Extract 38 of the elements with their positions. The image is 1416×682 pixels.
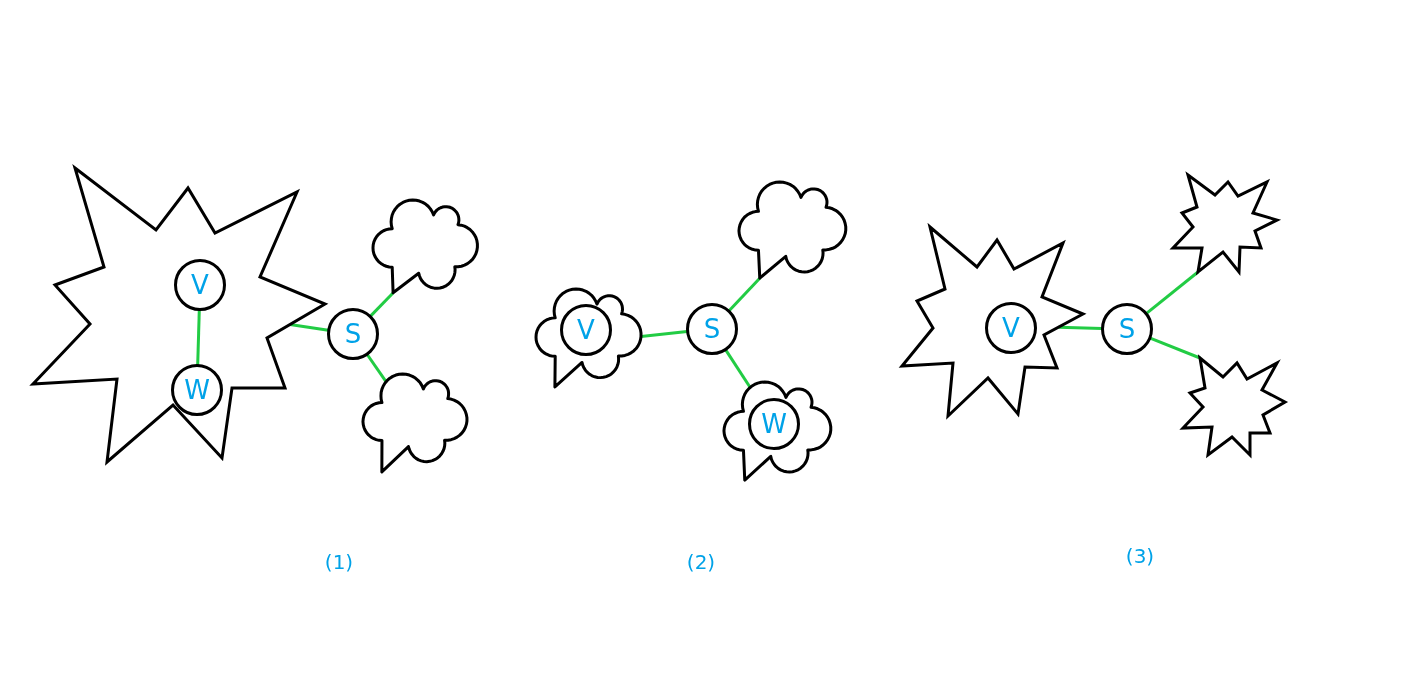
connector-line [724,349,752,389]
cloud-callout [360,371,471,475]
panel-label: (2) [686,550,716,574]
starburst-shape [1180,355,1288,458]
circle-node [748,398,800,450]
connector-line [728,276,762,312]
node-label: W [184,377,210,403]
cloud-callout [533,286,645,390]
node-label: V [1002,315,1020,341]
node-label: V [191,272,209,298]
connector-line [1058,325,1103,330]
connector-line [365,353,388,383]
cloud-callout [721,378,834,483]
node-label: S [1118,316,1136,342]
node-label: V [577,317,595,343]
cloud-callout [369,197,481,296]
panel-label: (3) [1125,544,1155,568]
panel-label: (1) [324,550,354,574]
connector-line [289,323,329,332]
connector-line [369,291,395,318]
circle-node [1101,303,1153,355]
node-label: S [703,316,721,342]
cloud-callout [736,178,849,281]
circle-node [985,302,1037,354]
circle-node [686,303,738,355]
connector-line [640,330,688,339]
node-label: S [344,321,362,347]
starburst-shape [30,165,328,465]
node-label: W [761,411,787,437]
circle-node [327,308,379,360]
circle-node [174,259,226,311]
circle-node [560,304,612,356]
starburst-shape [1170,172,1280,275]
connector-line [1149,336,1201,360]
circle-node [171,364,223,416]
starburst-shape [899,224,1086,419]
connector-line [1145,270,1199,315]
connector-line [196,309,201,366]
